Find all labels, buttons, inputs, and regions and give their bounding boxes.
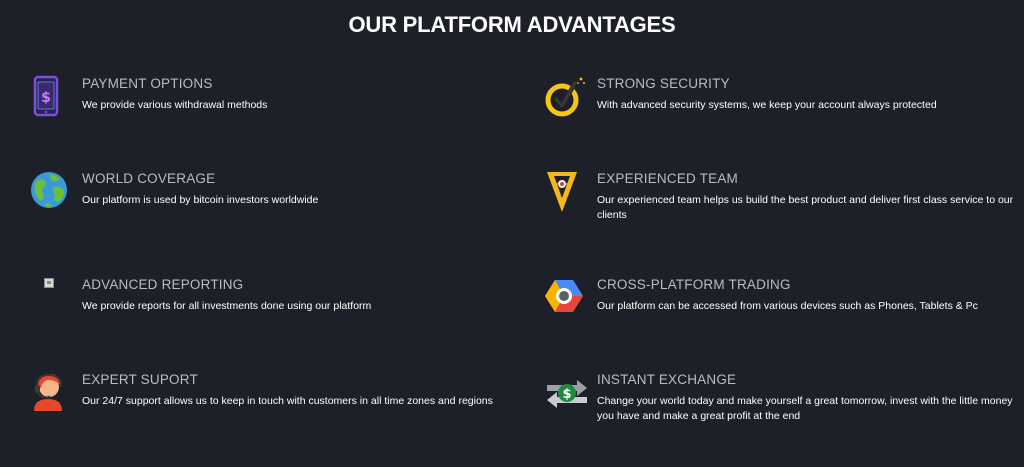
team-badge-icon bbox=[545, 170, 591, 216]
svg-text:$: $ bbox=[41, 90, 51, 106]
broken-image-icon bbox=[30, 276, 76, 322]
feature-heading: STRONG SECURITY bbox=[597, 76, 730, 91]
feature-description: Change your world today and make yoursel… bbox=[597, 395, 1013, 422]
mobile-payment-icon: $ bbox=[30, 75, 76, 121]
feature-description: With advanced security systems, we keep … bbox=[597, 99, 937, 111]
globe-icon bbox=[30, 170, 76, 216]
feature-description: Our 24/7 support allows us to keep in to… bbox=[82, 395, 493, 407]
support-agent-icon bbox=[30, 371, 76, 417]
feature-description: We provide reports for all investments d… bbox=[82, 300, 372, 312]
exchange-arrows-icon: $ bbox=[545, 371, 591, 417]
security-shield-icon bbox=[545, 75, 591, 121]
feature-description: Our experienced team helps us build the … bbox=[597, 194, 1014, 221]
feature-heading: EXPERIENCED TEAM bbox=[597, 171, 738, 186]
feature-heading: INSTANT EXCHANGE bbox=[597, 372, 737, 387]
svg-text:$: $ bbox=[562, 387, 571, 402]
feature-description: We provide various withdrawal methods bbox=[82, 99, 268, 111]
feature-description: Our platform is used by bitcoin investor… bbox=[82, 194, 319, 206]
feature-heading: PAYMENT OPTIONS bbox=[82, 76, 213, 91]
feature-heading: EXPERT SUPORT bbox=[82, 372, 198, 387]
section-title: OUR PLATFORM ADVANTAGES bbox=[348, 12, 676, 37]
cross-platform-hexagon-icon bbox=[545, 276, 591, 322]
feature-heading: CROSS-PLATFORM TRADING bbox=[597, 277, 791, 292]
feature-heading: WORLD COVERAGE bbox=[82, 171, 216, 186]
feature-heading: ADVANCED REPORTING bbox=[82, 277, 244, 292]
feature-description: Our platform can be accessed from variou… bbox=[597, 300, 978, 312]
